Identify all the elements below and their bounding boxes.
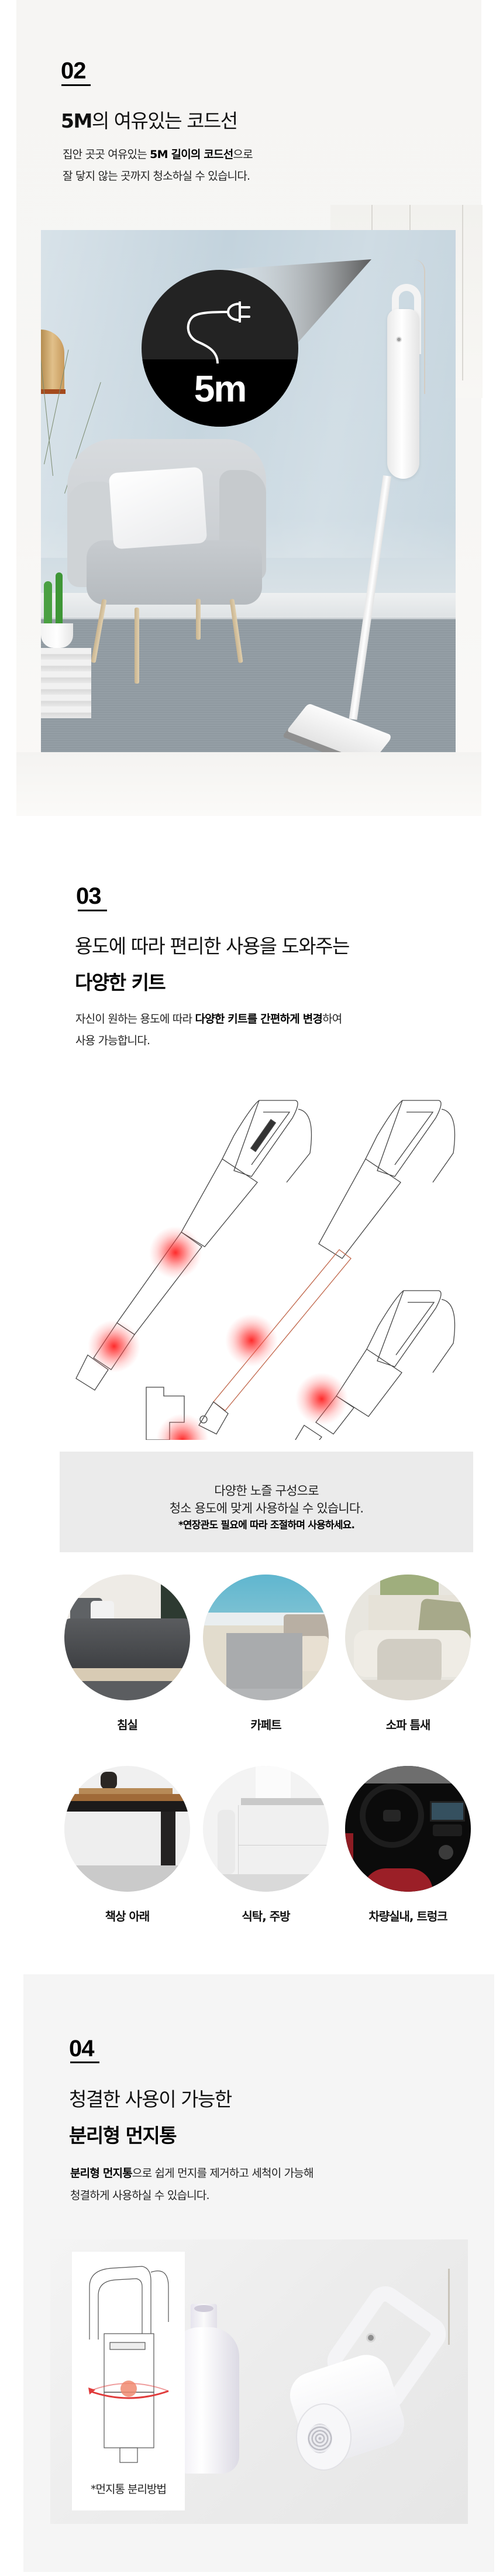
place-label: 카페트 xyxy=(250,1718,281,1732)
power-cord xyxy=(414,259,425,394)
section-title-rest: 의 여유있는 코드선 xyxy=(91,109,238,132)
section-title-line2: 다양한 키트 xyxy=(75,971,166,994)
highlight-glow xyxy=(156,1414,209,1440)
section-number-underline xyxy=(70,2062,99,2063)
section-title-line1: 용도에 따라 편리한 사용을 도와주는 xyxy=(75,935,350,958)
section-title-bold: 5M xyxy=(61,109,92,132)
desc-highlight: 5M 길이의 코드선 xyxy=(150,148,233,161)
section-title: 5M의 여유있는 코드선 xyxy=(61,109,238,133)
highlight-glow xyxy=(295,1373,348,1425)
desk-photo xyxy=(64,1766,190,1892)
desc-highlight: 분리형 먼지통 xyxy=(70,2167,133,2180)
dustbin-removal-drawing xyxy=(88,2266,169,2463)
usage-note-line2: 청소 용도에 맞게 사용하실 수 있습니다. xyxy=(169,1501,364,1515)
cactus xyxy=(44,581,52,628)
power-plug-cord-icon xyxy=(187,301,250,363)
section-number: 02 xyxy=(61,58,86,84)
section-title-line2: 분리형 먼지통 xyxy=(69,2124,177,2147)
dustbin-opening xyxy=(194,2305,213,2312)
section-description-line1: 분리형 먼지통으로 쉽게 먼지를 제거하고 세척이 가능해 xyxy=(70,2163,313,2184)
kitchen-photo xyxy=(203,1766,329,1892)
carpet-photo xyxy=(203,1575,329,1700)
place-item-carpet: 카페트 xyxy=(203,1575,329,1732)
highlight-glow xyxy=(225,1314,278,1367)
place-item-car: 차량실내, 트렁크 xyxy=(345,1766,471,1923)
armchair-seat xyxy=(87,540,262,605)
section-description-line2: 청결하게 사용하실 수 있습니다. xyxy=(70,2189,210,2202)
place-item-desk: 책상 아래 xyxy=(64,1766,190,1923)
section-number-underline xyxy=(78,910,107,911)
floor-reflection xyxy=(16,752,481,816)
place-label: 책상 아래 xyxy=(105,1909,150,1923)
plant-pot xyxy=(41,623,73,648)
section-description-line1: 자신이 원하는 용도에 따라 다양한 키트를 간편하게 변경하여 xyxy=(75,1009,342,1030)
usage-note-footnote: *연장관도 필요에 따라 조절하며 사용하세요. xyxy=(178,1519,355,1531)
desc-text: 으로 xyxy=(233,148,253,161)
desc-highlight: 다양한 키트를 간편하게 변경 xyxy=(195,1013,323,1025)
place-item-kitchen: 식탁, 주방 xyxy=(203,1766,329,1923)
highlight-glow xyxy=(149,1226,202,1279)
power-button-icon xyxy=(366,2333,375,2342)
chair-leg xyxy=(196,599,201,640)
desc-text: 집안 곳곳 여유있는 xyxy=(63,148,150,161)
section-number-underline xyxy=(61,84,91,86)
cord-length-label: 5m xyxy=(194,368,247,410)
exhaust-grille xyxy=(308,2424,332,2453)
carpet xyxy=(41,619,456,752)
dustbin-removal-caption: *먼지통 분리방법 xyxy=(91,2483,167,2496)
section-description-line2: 사용 가능합니다. xyxy=(75,1034,150,1047)
power-cord xyxy=(448,2269,450,2345)
place-label: 차량실내, 트렁크 xyxy=(368,1909,447,1923)
vacuum-kit-configurations-drawing xyxy=(75,1100,456,1440)
book-stack xyxy=(41,648,91,718)
place-item-bedroom: 침실 xyxy=(64,1575,190,1732)
nozzle-usage-note-box: 다양한 노즐 구성으로 청소 용도에 맞게 사용하실 수 있습니다. *연장관도… xyxy=(60,1452,473,1552)
vacuum-body xyxy=(387,309,419,479)
highlight-glow xyxy=(88,1320,140,1373)
desc-text: 으로 쉽게 먼지를 제거하고 세척이 가능해 xyxy=(132,2167,314,2180)
car-interior-photo xyxy=(345,1766,471,1892)
section-title-line1: 청결한 사용이 가능한 xyxy=(69,2088,232,2111)
place-label: 침실 xyxy=(117,1718,138,1732)
usage-note-line1: 다양한 노즐 구성으로 xyxy=(214,1484,319,1498)
dustbin-removal-diagram: *먼지통 분리방법 xyxy=(72,2252,185,2510)
floor-lamp-rim xyxy=(41,389,66,394)
place-label: 소파 틈새 xyxy=(385,1718,431,1732)
section-description-line1: 집안 곳곳 여유있는 5M 길이의 코드선으로 xyxy=(63,144,253,166)
badge-lower-half xyxy=(142,359,298,427)
section-number: 04 xyxy=(69,2036,94,2062)
cord-length-badge: 5m xyxy=(142,270,298,427)
sofa-photo xyxy=(345,1575,471,1700)
pillow xyxy=(108,467,208,550)
desc-text: 자신이 원하는 용도에 따라 xyxy=(75,1013,195,1025)
cactus xyxy=(56,572,63,628)
section-description-line2: 잘 닿지 않는 곳까지 청소하실 수 있습니다. xyxy=(63,170,250,183)
power-button-icon xyxy=(396,337,402,342)
frame-divider xyxy=(462,205,463,380)
section-number: 03 xyxy=(76,883,101,909)
place-label: 식탁, 주방 xyxy=(242,1909,290,1923)
desc-text: 하여 xyxy=(322,1013,342,1025)
place-item-sofa: 소파 틈새 xyxy=(345,1575,471,1732)
chair-leg xyxy=(135,608,139,684)
bedroom-photo xyxy=(64,1575,190,1700)
